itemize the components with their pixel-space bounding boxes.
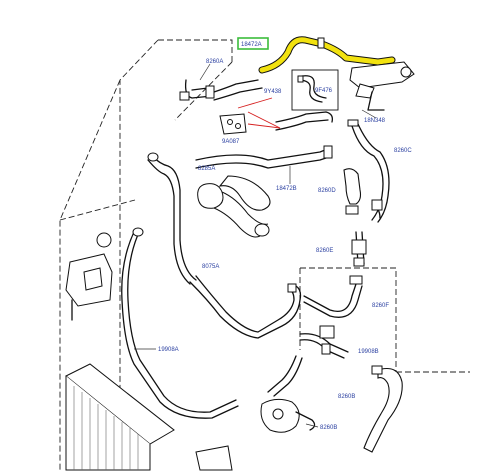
label-18472a: 18472A (241, 42, 262, 48)
label-8260d: 8260D (318, 188, 336, 194)
hose-8075a[interactable] (189, 275, 302, 339)
label-9y438: 9Y438 (264, 89, 282, 95)
radiator (65, 363, 233, 471)
red-leader-lines (237, 97, 281, 129)
callout-box-18472a (237, 37, 269, 50)
label-8260b-right: 8260B (338, 394, 355, 400)
hose-8260f[interactable] (303, 275, 363, 318)
inset-9f476 (291, 69, 339, 111)
assembly-outline (59, 39, 470, 470)
label-18n348: 18N348 (364, 118, 386, 124)
label-19908a: 19908A (158, 347, 179, 353)
hose-19908a[interactable] (121, 227, 239, 419)
hose-8260b-right[interactable] (363, 365, 403, 453)
label-19908b: 19908B (358, 349, 379, 355)
expansion-tank-8285a (197, 175, 271, 238)
coolant-fitting-top-right (349, 61, 415, 111)
label-8260b-bottom: 8260B (320, 425, 337, 431)
hose-8260d[interactable] (343, 168, 383, 219)
thermostat-housing (260, 398, 316, 433)
label-18472b: 18472B (276, 186, 297, 192)
label-9f476: 9F476 (315, 88, 333, 94)
hose-18472a-highlighted[interactable] (258, 36, 396, 74)
label-8260f: 8260F (372, 303, 389, 309)
hose-8260a[interactable] (179, 79, 263, 101)
hose-19908b[interactable] (267, 325, 349, 397)
bracket-9a087 (219, 113, 247, 135)
label-8075a: 8075A (202, 264, 219, 270)
label-9a087: 9A087 (222, 139, 240, 145)
label-8260c: 8260C (394, 148, 412, 154)
label-8260e: 8260E (316, 248, 333, 254)
hose-8260e[interactable] (351, 231, 367, 267)
hose-9y438[interactable] (275, 111, 334, 131)
label-8285a: 8285A (198, 166, 215, 172)
hose-18472b[interactable] (195, 145, 333, 169)
coolant-pump-left (65, 232, 113, 321)
hose-left-vertical[interactable] (147, 152, 197, 285)
label-8260a: 8260A (206, 59, 223, 65)
